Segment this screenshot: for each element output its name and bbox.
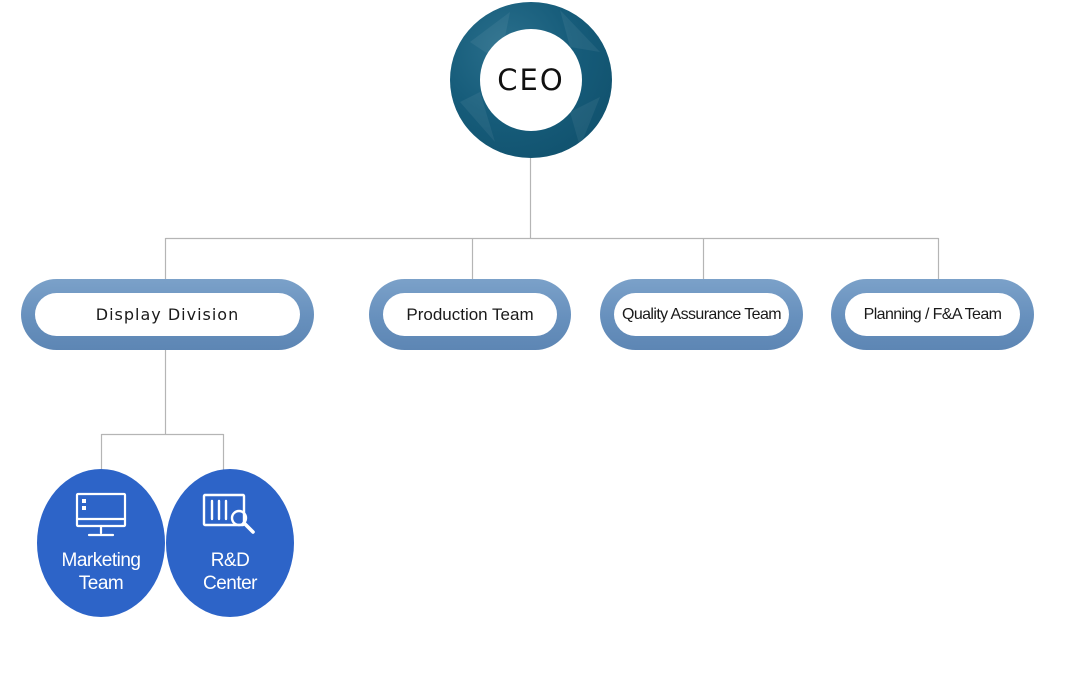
monitor-icon <box>75 492 127 537</box>
department-node-planning: Planning / F&A Team <box>831 279 1034 350</box>
department-inner: Production Team <box>383 293 557 336</box>
department-inner: Planning / F&A Team <box>845 293 1020 336</box>
department-label: Quality Assurance Team <box>621 305 782 323</box>
unit-node-marketing: Marketing Team <box>37 469 165 617</box>
ceo-inner-circle: CEO <box>480 29 582 131</box>
department-node-qa: Quality Assurance Team <box>600 279 803 350</box>
department-label: Planning / F&A Team <box>863 305 1002 323</box>
unit-label-line-1: R&D <box>210 550 250 571</box>
ceo-label: CEO <box>497 63 565 97</box>
department-node-display: Display Division <box>21 279 314 350</box>
unit-label-line-2: Center <box>202 573 258 594</box>
department-label: Production Team <box>406 304 534 324</box>
unit-label: R&D Center <box>202 549 258 595</box>
department-node-production: Production Team <box>369 279 571 350</box>
ceo-ring-texture <box>460 10 600 147</box>
unit-label: Marketing Team <box>62 549 141 595</box>
department-label: Display Division <box>95 305 240 324</box>
lab-search-icon <box>202 493 255 534</box>
department-inner: Quality Assurance Team <box>614 293 789 336</box>
unit-label-line-1: Marketing <box>61 550 141 571</box>
unit-node-rnd: R&D Center <box>166 469 294 617</box>
unit-label-line-2: Team <box>78 573 124 594</box>
department-inner: Display Division <box>35 293 300 336</box>
ceo-node: CEO <box>450 2 612 158</box>
